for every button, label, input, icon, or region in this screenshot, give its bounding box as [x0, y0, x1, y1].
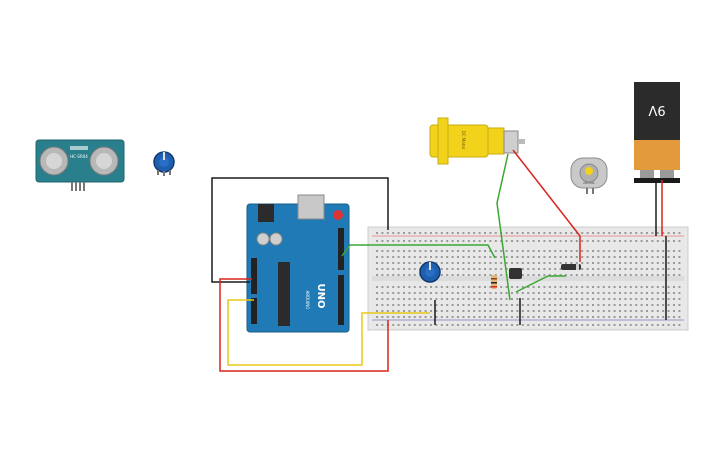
- wire-green-arduino: [341, 244, 496, 259]
- breadboard[interactable]: [367, 226, 689, 331]
- wire-black-loop: [211, 177, 389, 283]
- wire-red-motor: [512, 149, 581, 237]
- arduino-label: UNO: [315, 284, 326, 309]
- potentiometer-standalone[interactable]: [153, 151, 175, 176]
- gear-motor[interactable]: DC Motor: [429, 117, 525, 165]
- transistor[interactable]: [509, 268, 522, 279]
- wire-green-diode: [515, 275, 566, 293]
- battery-label: 9V: [648, 102, 665, 117]
- gear-motor-label: DC Motor: [461, 131, 466, 150]
- wire-yellow: [227, 299, 430, 366]
- ultrasonic-sensor[interactable]: HC-SR04: [35, 139, 125, 191]
- dc-motor[interactable]: MOTOR: [570, 157, 608, 194]
- wire-green-motor: [496, 153, 511, 301]
- arduino-brand: ARDUINO: [305, 291, 310, 310]
- ultrasonic-sensor-label: HC-SR04: [70, 154, 88, 159]
- wire-red-bottom: [219, 278, 389, 372]
- resistor[interactable]: [491, 275, 497, 289]
- potentiometer-on-breadboard[interactable]: [419, 261, 441, 283]
- diode[interactable]: [561, 264, 581, 270]
- wires: [211, 149, 667, 372]
- battery-9v[interactable]: 9V: [634, 82, 680, 183]
- dc-motor-label: MOTOR: [583, 181, 594, 185]
- arduino-board[interactable]: UNO ARDUINO: [246, 194, 350, 333]
